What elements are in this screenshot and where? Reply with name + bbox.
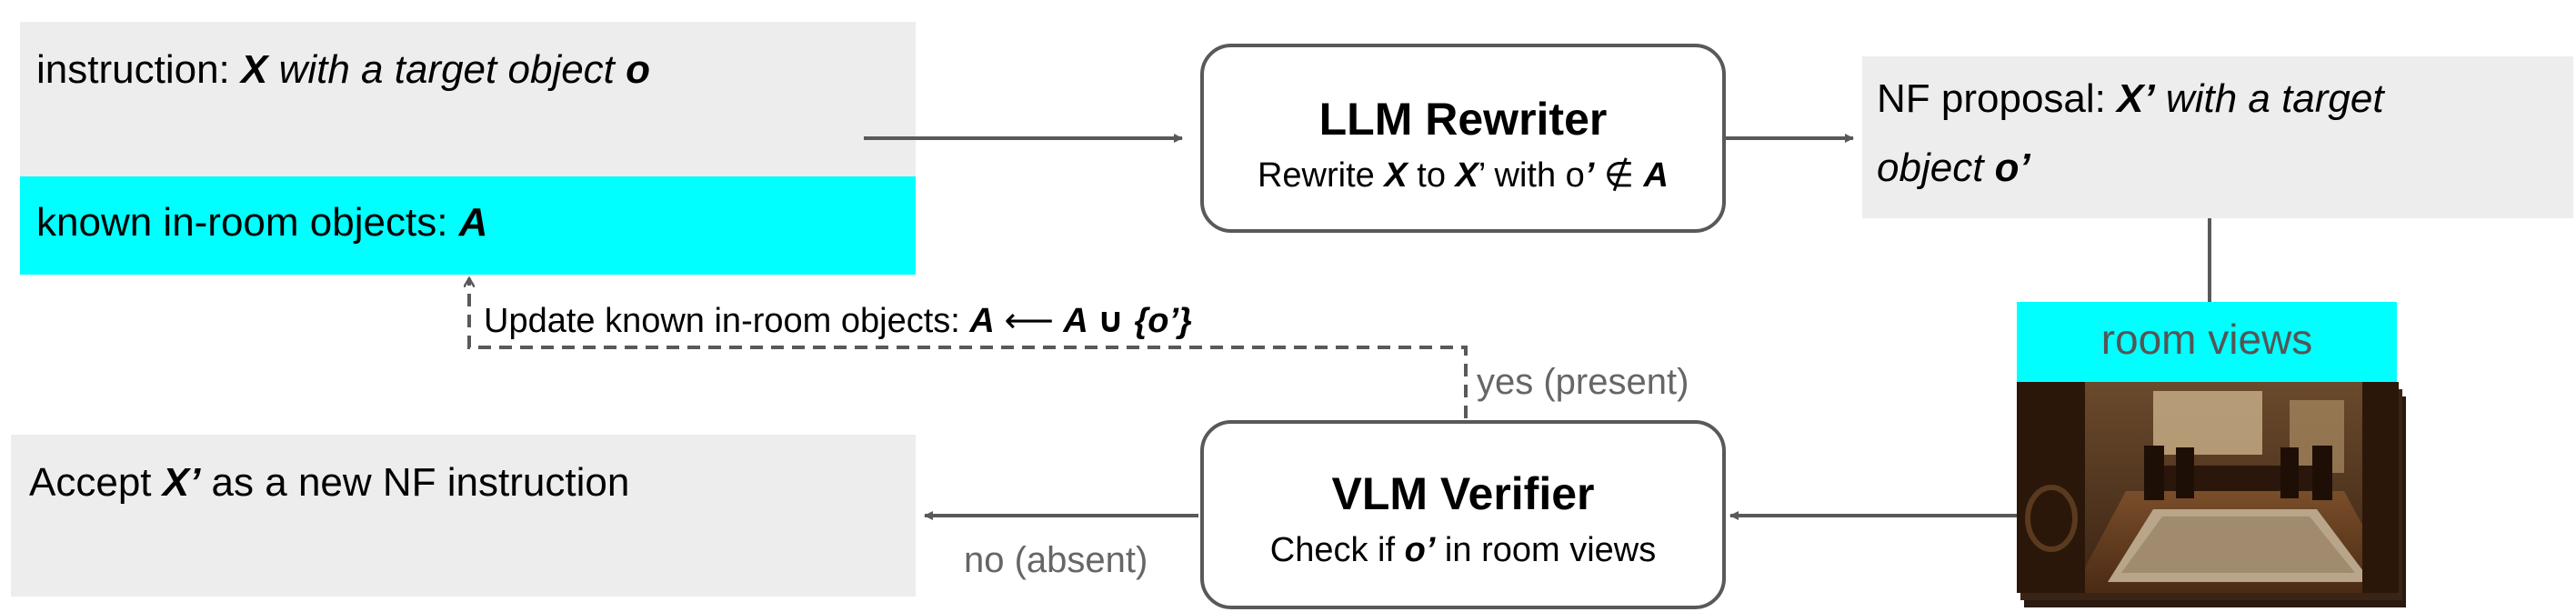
update-known-label: Update known in-room objects: A ⟵ A ∪ {o… bbox=[484, 302, 1192, 340]
yes-present-label: yes (present) bbox=[1477, 362, 1689, 402]
vlm-verifier-subtitle: Check if o’ in room views bbox=[1269, 531, 1657, 569]
llm-rewriter-subtitle: Rewrite X to X’ with o’ ∉ A bbox=[1257, 156, 1669, 195]
llm-rewriter-node: LLM Rewriter Rewrite X to X’ with o’ ∉ A bbox=[1200, 44, 1726, 233]
room-view-image bbox=[2017, 382, 2399, 593]
edge-verifier-update-known bbox=[469, 278, 1468, 418]
known-objects-box bbox=[20, 176, 916, 275]
room-views-label-box bbox=[2017, 302, 2397, 382]
nf-proposal-text-line1: NF proposal: X’ with a target bbox=[1877, 76, 2384, 121]
room-photo-icon bbox=[2017, 382, 2399, 593]
accept-box bbox=[11, 435, 916, 597]
known-objects-text: known in-room objects: A bbox=[36, 200, 488, 245]
instruction-text: instruction: X with a target object o bbox=[36, 47, 650, 92]
room-views-label: room views bbox=[2100, 316, 2313, 363]
no-absent-label: no (absent) bbox=[964, 540, 1148, 580]
vlm-verifier-node: VLM Verifier Check if o’ in room views bbox=[1200, 420, 1726, 609]
accept-text: Accept X’ as a new NF instruction bbox=[29, 460, 630, 505]
instruction-box bbox=[20, 22, 916, 176]
nf-proposal-box bbox=[1862, 56, 2573, 218]
llm-rewriter-title: LLM Rewriter bbox=[1318, 94, 1608, 145]
vlm-verifier-title: VLM Verifier bbox=[1331, 468, 1595, 519]
nf-proposal-text-line2: object o’ bbox=[1877, 145, 2030, 190]
